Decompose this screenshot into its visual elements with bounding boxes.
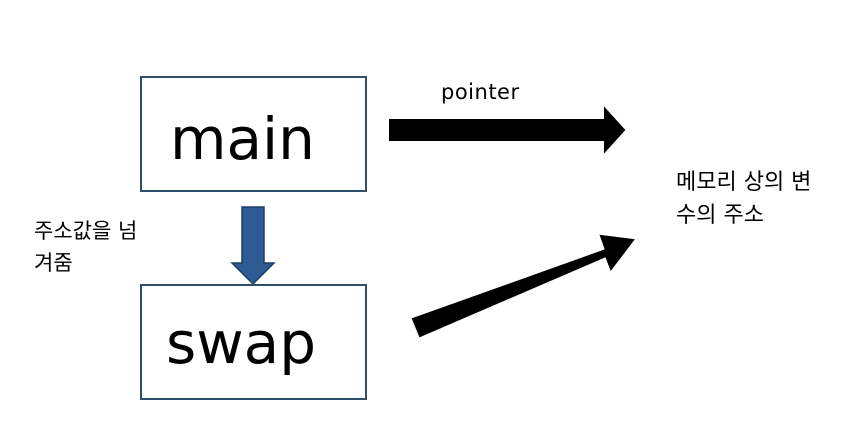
swap-label: swap [166, 309, 317, 377]
main-label: main [170, 105, 315, 173]
memory-address-label: 메모리 상의 변수의 주소 [676, 170, 812, 228]
main-box: main [140, 76, 367, 192]
swap-to-memory-arrow [411, 234, 635, 338]
pointer-label: pointer [441, 80, 520, 104]
passes-address-label: 주소값을 넘겨줌 [34, 219, 138, 275]
main-to-memory-arrow [389, 106, 626, 154]
swap-box: swap [140, 284, 367, 400]
main-to-swap-arrow [230, 206, 276, 286]
